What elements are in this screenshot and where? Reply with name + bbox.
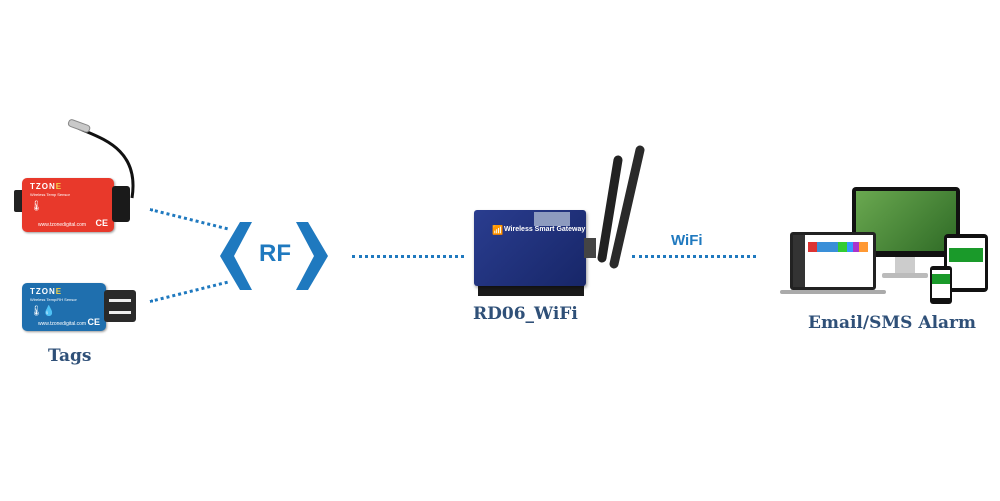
gateway-label: RD06_WiFi [473, 304, 578, 324]
sensor-brand: TZONE [30, 182, 63, 191]
edge-temp-to-rf [149, 208, 228, 231]
gateway-device-text: Wireless Smart Gateway [504, 226, 586, 233]
rf-symbol [220, 222, 328, 290]
sensor-brand: TZONE [30, 287, 63, 296]
sensor-model: Wireless Temp Sensor [30, 192, 70, 197]
sensor-url: www.tzonedigital.com [38, 222, 87, 228]
probe-cable [67, 119, 135, 199]
antennas [597, 145, 645, 269]
thermometer-humidity-icon: 🌡💧 [30, 306, 56, 317]
tags-label: Tags [48, 346, 92, 366]
chevron-left-icon [220, 222, 252, 290]
cable-gland [112, 186, 130, 222]
gateway-mount-plate [478, 284, 584, 296]
sensor-temp-rh: TZONE Wireless Temp/RH Sensor 🌡💧 www.tzo… [22, 283, 106, 331]
wifi-icon: 📶 [492, 225, 504, 235]
gateway-device: 📶 Wireless Smart Gateway [474, 210, 586, 286]
tablet [944, 234, 988, 292]
sensor-temp: TZONE Wireless Temp Sensor 🌡 www.tzonedi… [22, 178, 114, 232]
monitor-base [882, 273, 928, 278]
alarm-label: Email/SMS Alarm [808, 313, 976, 333]
laptop [790, 232, 876, 290]
monitor-stand [895, 257, 915, 273]
ce-mark: CE [87, 317, 100, 327]
sensor-model: Wireless Temp/RH Sensor [30, 297, 77, 302]
sensor-url: www.tzonedigital.com [38, 321, 87, 327]
edge-rh-to-rf [149, 280, 228, 303]
ce-mark: CE [95, 218, 108, 228]
rf-label: RF [259, 240, 291, 267]
phone [930, 266, 952, 304]
led-panel [534, 212, 570, 226]
wifi-label: WiFi [671, 232, 703, 249]
edge-rf-to-gateway [352, 255, 464, 258]
laptop-base [780, 290, 886, 294]
rh-probe-head [104, 290, 136, 322]
thermometer-icon: 🌡 [30, 201, 43, 212]
antenna-connector [584, 238, 596, 258]
edge-gateway-to-alarm [632, 255, 756, 258]
sensor-end-cap [14, 190, 24, 212]
chevron-right-icon [296, 222, 328, 290]
